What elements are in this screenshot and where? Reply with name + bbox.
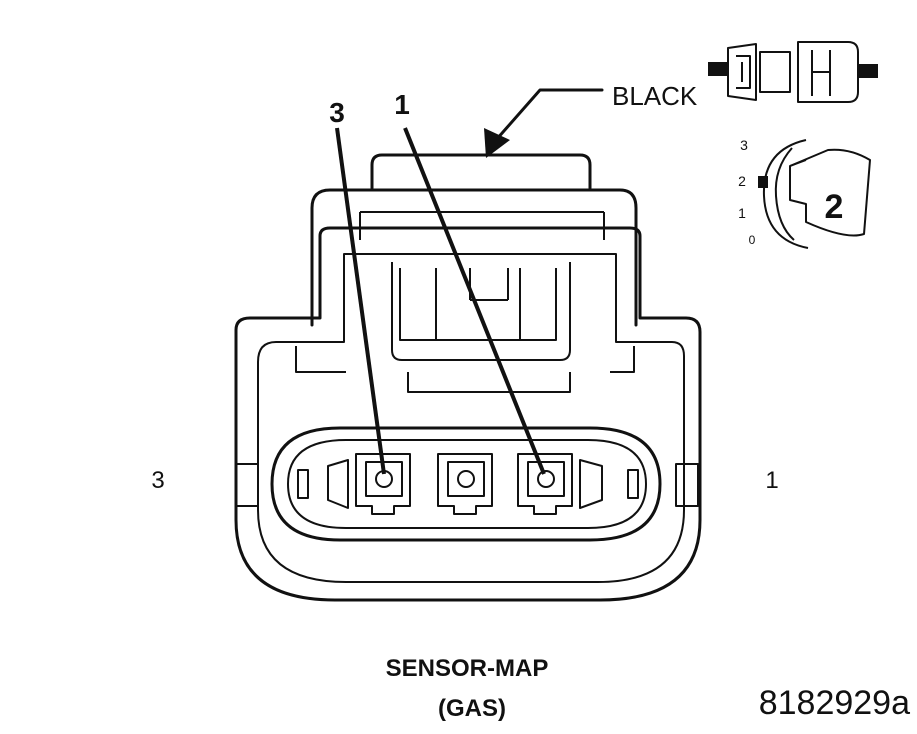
pin-1-top-label: 1 bbox=[394, 89, 410, 120]
key-selected-position: 2 bbox=[825, 188, 844, 226]
diagram-subtitle: (GAS) bbox=[438, 695, 506, 722]
connector-body bbox=[234, 153, 702, 602]
side-label-right: 1 bbox=[765, 467, 778, 494]
leader-line-pin-1 bbox=[403, 127, 546, 475]
key-position-0: 0 bbox=[749, 233, 756, 247]
diagram-title: SENSOR-MAP bbox=[386, 655, 549, 682]
terminal-pin-3 bbox=[327, 453, 411, 515]
leader-line-pin-3 bbox=[335, 127, 386, 475]
key-indicator-icon bbox=[758, 139, 871, 249]
key-position-3: 3 bbox=[740, 137, 748, 153]
pin-3-top-label: 3 bbox=[329, 97, 345, 128]
terminal-pin-2 bbox=[437, 453, 493, 515]
color-label: BLACK bbox=[612, 81, 698, 111]
key-position-1: 1 bbox=[738, 205, 746, 221]
figure-id: 8182929a bbox=[759, 684, 910, 722]
connector-icon bbox=[708, 41, 878, 103]
color-callout-arrow bbox=[484, 88, 604, 158]
terminal-pin-1 bbox=[517, 453, 603, 515]
key-position-2: 2 bbox=[738, 173, 746, 189]
side-label-left: 3 bbox=[151, 467, 164, 494]
